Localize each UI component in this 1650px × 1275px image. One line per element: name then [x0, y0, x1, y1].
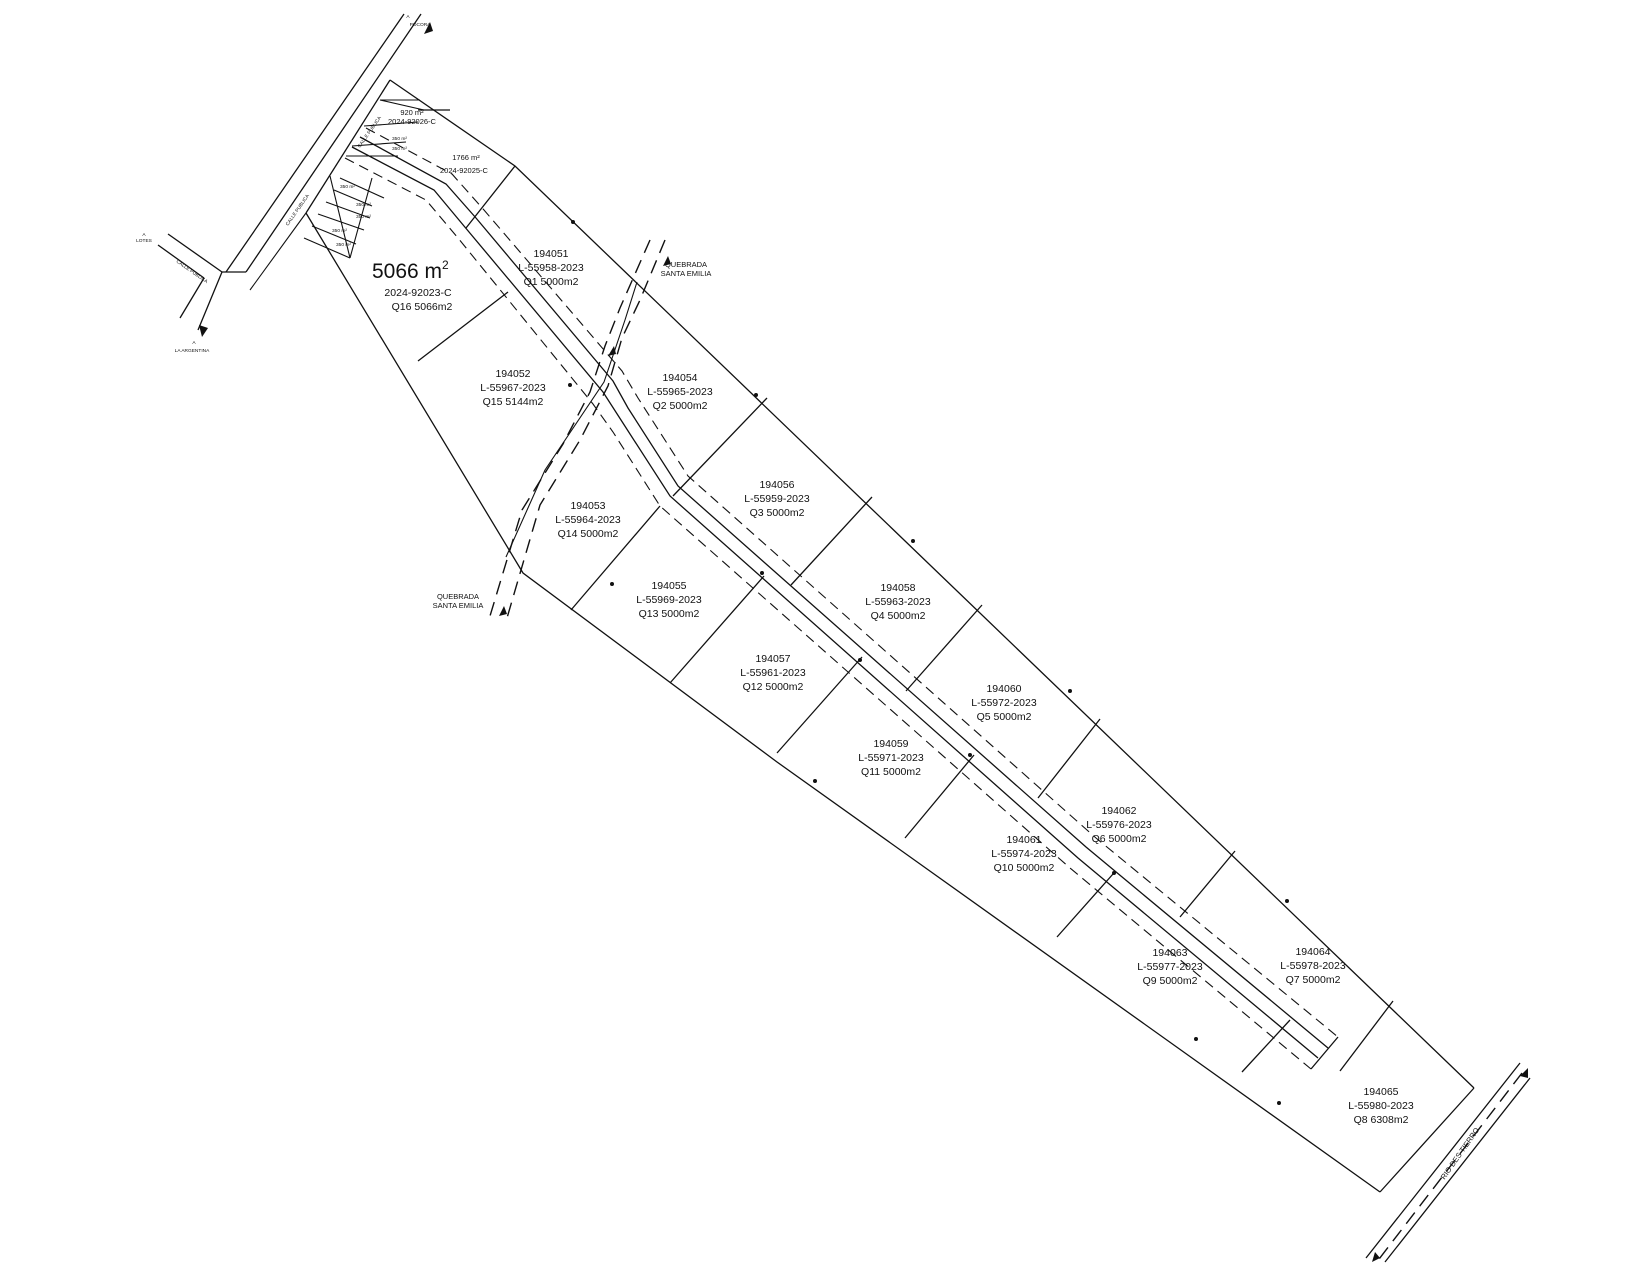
lot-file-label: L-55974-2023: [991, 848, 1057, 860]
lot-num-label: 194056: [759, 479, 794, 491]
lot-file-label: L-55965-2023: [647, 386, 713, 398]
svg-text:CALLE PUBLICA: CALLE PUBLICA: [175, 259, 209, 286]
highlight-area-label: 5066 m2: [372, 258, 449, 283]
lot-area-label: Q3 5000m2: [750, 507, 805, 519]
lot-area-label: Q2 5000m2: [653, 400, 708, 412]
vertices: [568, 220, 1289, 1105]
access-roads: [157, 13, 433, 337]
lot-file-label: L-55972-2023: [971, 697, 1037, 709]
svg-text:A: A: [192, 340, 196, 346]
lot-file-label: L-55959-2023: [744, 493, 810, 505]
lot-area-label: Q10 5000m2: [994, 862, 1055, 874]
lot-num-label: 194058: [880, 582, 915, 594]
lot-file-label: L-55964-2023: [555, 514, 621, 526]
lot-area-label: Q7 5000m2: [1286, 974, 1341, 986]
small-lots: [303, 99, 425, 259]
lot-num-label: 194059: [873, 738, 908, 750]
lot-num-label: 194062: [1101, 805, 1136, 817]
svg-text:POCORA: POCORA: [410, 22, 432, 28]
lot-num-label: 194065: [1363, 1086, 1398, 1098]
lot-file-label: L-55967-2023: [480, 382, 546, 394]
lot-file-label: L-55958-2023: [518, 262, 584, 274]
svg-text:A: A: [406, 14, 410, 20]
creek-label: QUEBRADA: [437, 592, 479, 601]
lot-file-label: L-55963-2023: [865, 596, 931, 608]
lot-area-label: Q13 5000m2: [639, 608, 700, 620]
svg-text:LOTES: LOTES: [136, 238, 152, 244]
svg-text:A: A: [142, 232, 146, 238]
lot-num-label: 194052: [495, 368, 530, 380]
lot-num-label: 194051: [533, 248, 568, 260]
highlight-q-label: Q16 5066m2: [392, 301, 453, 313]
small-lot-area: 920 m²: [400, 108, 424, 117]
lot-num-label: 194063: [1152, 947, 1187, 959]
lot-area-label: Q14 5000m2: [558, 528, 619, 540]
lot-area-label: Q1 5000m2: [524, 276, 579, 288]
svg-text:350 m²: 350 m²: [356, 214, 371, 220]
internal-easement: [344, 127, 1339, 1070]
lot-area-label: Q12 5000m2: [743, 681, 804, 693]
lot-area-label: Q9 5000m2: [1143, 975, 1198, 987]
lot-area-label: Q11 5000m2: [861, 766, 921, 778]
lot-divisions: [417, 109, 1394, 1073]
lot-num-label: 194060: [986, 683, 1021, 695]
svg-text:350 m²: 350 m²: [392, 146, 407, 152]
lot-area-label: Q6 5000m2: [1092, 833, 1147, 845]
small-lot-file: 2024-92026-C: [388, 117, 437, 126]
creek-quebrada: [489, 239, 671, 619]
small-lot-area: 1766 m²: [452, 153, 480, 162]
highlight-file-label: 2024-92023-C: [384, 287, 452, 299]
creek-name-label: SANTA EMILIA: [433, 601, 484, 610]
lot-num-label: 194053: [570, 500, 605, 512]
creek-name-label: SANTA EMILIA: [661, 269, 712, 278]
lot-file-label: L-55969-2023: [636, 594, 702, 606]
lot-area-label: Q5 5000m2: [977, 711, 1032, 723]
small-lot-file: 2024-92025-C: [440, 166, 489, 175]
lot-area-label: Q4 5000m2: [871, 610, 926, 622]
lot-num-label: 194057: [755, 653, 790, 665]
lot-num-label: 194054: [662, 372, 697, 384]
lot-file-label: L-55971-2023: [858, 752, 924, 764]
lot-num-label: 194064: [1295, 946, 1330, 958]
lot-file-label: L-55976-2023: [1086, 819, 1152, 831]
svg-text:350 m²: 350 m²: [332, 228, 347, 234]
svg-text:LA ARGENTINA: LA ARGENTINA: [175, 348, 210, 354]
svg-text:350 m²: 350 m²: [392, 136, 407, 142]
creek-label: QUEBRADA: [665, 260, 707, 269]
lot-area-label: Q8 6308m2: [1354, 1114, 1409, 1126]
lot-file-label: L-55977-2023: [1137, 961, 1203, 973]
svg-text:350 m²: 350 m²: [336, 242, 351, 248]
lot-file-label: L-55980-2023: [1348, 1100, 1414, 1112]
lot-file-label: L-55978-2023: [1280, 960, 1346, 972]
river-label: RIO DES TIERRO: [1439, 1126, 1482, 1181]
lot-area-label: Q15 5144m2: [483, 396, 544, 408]
lot-file-label: L-55961-2023: [740, 667, 806, 679]
svg-text:350 m²: 350 m²: [356, 202, 371, 208]
lot-num-label: 194055: [651, 580, 686, 592]
svg-text:350 m²: 350 m²: [340, 184, 355, 190]
river: [1365, 1062, 1531, 1264]
lot-num-label: 194061: [1006, 834, 1041, 846]
